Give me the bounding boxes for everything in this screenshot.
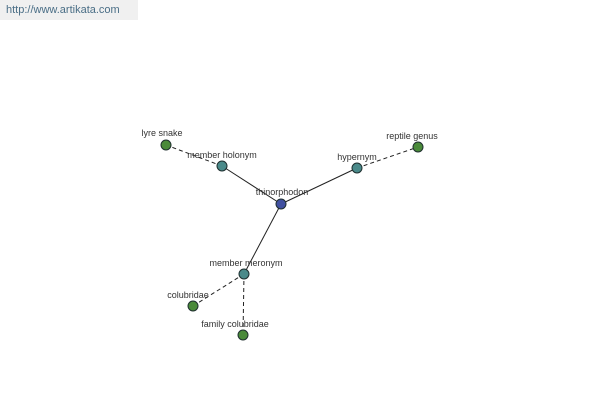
colubridae-node[interactable] <box>187 300 199 312</box>
member-meronym-label: member meronym <box>209 258 282 268</box>
edge-member-meronym-family-colubridae <box>242 273 245 336</box>
member-meronym-node[interactable] <box>238 268 250 280</box>
member-holonym-label: member holonym <box>187 150 257 160</box>
edge-member-holonym-lyre-snake <box>165 144 223 167</box>
lyre-snake-node[interactable] <box>160 139 172 151</box>
reptile-genus-node[interactable] <box>412 141 424 153</box>
edge-center-member-meronym <box>243 203 282 275</box>
family-colubridae-node[interactable] <box>237 329 249 341</box>
site-url-link[interactable]: http://www.artikata.com <box>0 0 138 20</box>
hypernym-node[interactable] <box>351 162 363 174</box>
member-holonym-node[interactable] <box>216 160 228 172</box>
edge-member-meronym-colubridae <box>192 273 245 307</box>
center-label: thinorphodon <box>256 187 309 197</box>
family-colubridae-label: family colubridae <box>201 319 269 329</box>
colubridae-label: colubridae <box>167 290 209 300</box>
edge-center-hypernym <box>280 167 358 205</box>
lyre-snake-label: lyre snake <box>141 128 182 138</box>
hypernym-label: hypernym <box>337 152 377 162</box>
center-node[interactable] <box>275 198 287 210</box>
edge-hypernym-reptile-genus <box>356 146 419 169</box>
edge-center-member-holonym <box>221 165 282 205</box>
reptile-genus-label: reptile genus <box>386 131 438 141</box>
